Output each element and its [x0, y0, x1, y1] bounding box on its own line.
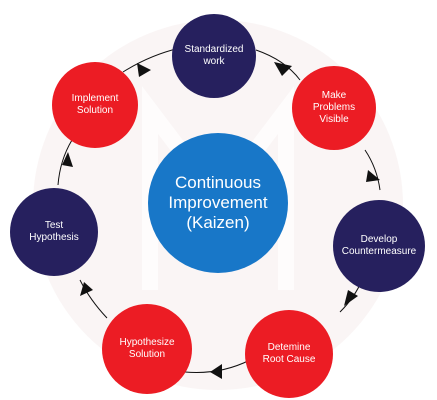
node-label: Develop Countermeasure — [341, 234, 417, 257]
node-label: Hypothesize Solution — [119, 337, 175, 360]
node-detemine-root-cause: Detemine Root Cause — [245, 310, 333, 398]
center-label: Continuous Improvement (Kaizen) — [168, 173, 268, 232]
arrowhead-7 — [137, 63, 151, 77]
node-make-problems-visible: Make Problems Visible — [292, 66, 376, 150]
arc-2 — [364, 149, 381, 191]
node-label: Test Hypothesis — [29, 220, 79, 243]
arrowhead-2 — [366, 170, 380, 182]
node-implement-solution: Implement Solution — [52, 62, 138, 148]
arrowhead-6 — [62, 152, 73, 167]
arc-6 — [57, 139, 73, 186]
node-label: Detemine Root Cause — [262, 342, 316, 365]
arc-1 — [255, 49, 301, 81]
node-label: Standardized work — [184, 44, 244, 67]
arrowhead-3 — [344, 290, 358, 306]
node-label: Make Problems Visible — [312, 90, 356, 125]
center-circle: Continuous Improvement (Kaizen) — [148, 133, 288, 273]
node-label: Implement Solution — [71, 93, 119, 116]
arrowhead-1 — [274, 62, 292, 76]
arc-5 — [79, 279, 108, 319]
node-hypothesize-solution: Hypothesize Solution — [102, 304, 192, 394]
node-standardized-work: Standardized work — [172, 14, 256, 98]
cycle-arrowheads — [62, 62, 380, 379]
arrowhead-4 — [210, 364, 222, 379]
arrowhead-5 — [80, 282, 93, 296]
node-test-hypothesis: Test Hypothesis — [10, 188, 98, 276]
node-develop-countermeasure: Develop Countermeasure — [333, 200, 425, 292]
